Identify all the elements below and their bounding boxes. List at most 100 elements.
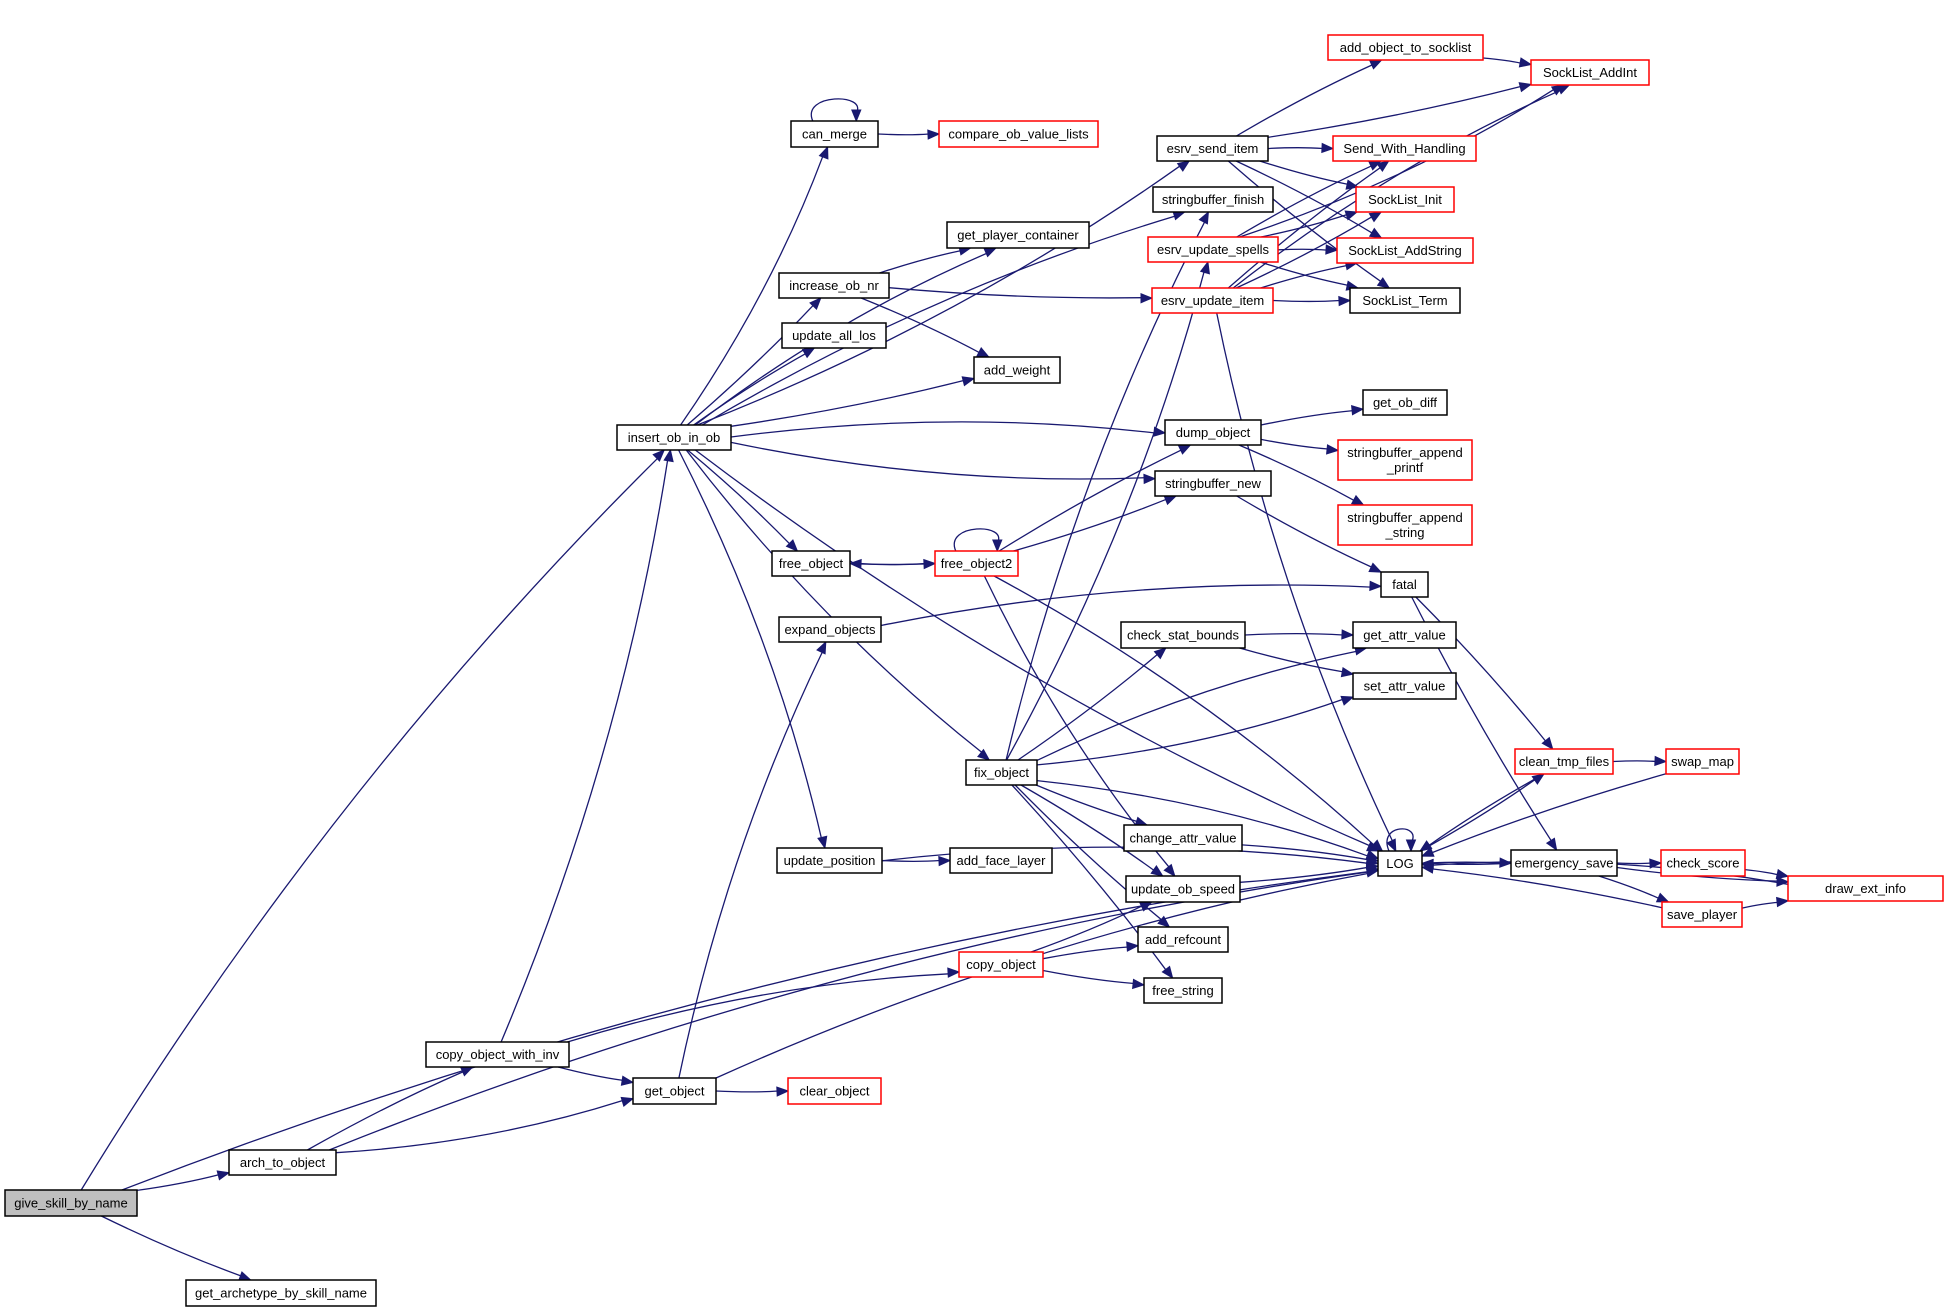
node-get-player-container[interactable]: get_player_container: [946, 221, 1090, 249]
node-get-object[interactable]: get_object: [632, 1077, 717, 1105]
node-update-all-los[interactable]: update_all_los: [781, 322, 887, 349]
node-box[interactable]: [1665, 748, 1740, 775]
node-check-stat-bounds[interactable]: check_stat_bounds: [1120, 621, 1246, 649]
node-stringbuffer-finish[interactable]: stringbuffer_finish: [1152, 186, 1274, 213]
node-box[interactable]: [1355, 186, 1455, 213]
node-check-score[interactable]: check_score: [1660, 849, 1746, 877]
node-stringbuffer-new[interactable]: stringbuffer_new: [1154, 470, 1272, 497]
node-box[interactable]: [1327, 34, 1484, 61]
node-arch-to-object[interactable]: arch_to_object: [228, 1149, 337, 1176]
node-box[interactable]: [949, 847, 1053, 874]
node-box[interactable]: [1143, 977, 1223, 1004]
node-box[interactable]: [4, 1189, 138, 1217]
node-compare-ob-value-lists[interactable]: compare_ob_value_lists: [938, 120, 1099, 148]
node-insert-ob-in-ob[interactable]: insert_ob_in_ob: [616, 424, 732, 451]
node-copy-object[interactable]: copy_object: [958, 951, 1044, 978]
node-box[interactable]: [1156, 135, 1269, 162]
node-box[interactable]: [946, 221, 1090, 249]
node-log[interactable]: LOG: [1377, 850, 1423, 877]
node-free-object[interactable]: free_object: [771, 550, 851, 577]
node-clear-object[interactable]: clear_object: [787, 1077, 882, 1105]
node-emergency-save[interactable]: emergency_save: [1510, 849, 1618, 877]
node-box[interactable]: [1380, 571, 1429, 598]
node-clean-tmp-files[interactable]: clean_tmp_files: [1514, 748, 1614, 775]
node-box[interactable]: [632, 1077, 717, 1105]
node-box[interactable]: [787, 1077, 882, 1105]
node-update-position[interactable]: update_position: [776, 847, 883, 874]
node-box[interactable]: [185, 1279, 377, 1307]
node-draw-ext-info[interactable]: draw_ext_info: [1787, 875, 1944, 902]
node-dump-object[interactable]: dump_object: [1164, 419, 1262, 446]
node-box[interactable]: [1362, 389, 1448, 416]
node-box[interactable]: [778, 272, 890, 299]
node-box[interactable]: [958, 951, 1044, 978]
node-get-ob-diff[interactable]: get_ob_diff: [1362, 389, 1448, 416]
node-box[interactable]: [973, 356, 1061, 384]
node-box[interactable]: [1352, 672, 1457, 700]
node-box[interactable]: [1337, 504, 1473, 546]
node-free-object2[interactable]: free_object2: [934, 550, 1019, 577]
node-set-attr-value[interactable]: set_attr_value: [1352, 672, 1457, 700]
node-change-attr-value[interactable]: change_attr_value: [1123, 824, 1243, 852]
node-fatal[interactable]: fatal: [1380, 571, 1429, 598]
node-box[interactable]: [1510, 849, 1618, 877]
node-add-face-layer[interactable]: add_face_layer: [949, 847, 1053, 874]
node-box[interactable]: [1349, 287, 1461, 314]
node-box[interactable]: [781, 322, 887, 349]
node-box[interactable]: [778, 616, 882, 643]
node-box[interactable]: [1123, 824, 1243, 852]
node-get-archetype-by-skill-name[interactable]: get_archetype_by_skill_name: [185, 1279, 377, 1307]
node-free-string[interactable]: free_string: [1143, 977, 1223, 1004]
node-box[interactable]: [1787, 875, 1944, 902]
node-socklist-term[interactable]: SockList_Term: [1349, 287, 1461, 314]
node-update-ob-speed[interactable]: update_ob_speed: [1125, 875, 1241, 903]
node-stringbuffer-append-string[interactable]: stringbuffer_append_string: [1337, 504, 1473, 546]
node-get-attr-value[interactable]: get_attr_value: [1352, 621, 1457, 649]
node-box[interactable]: [616, 424, 732, 451]
node-save-player[interactable]: save_player: [1661, 901, 1743, 928]
node-box[interactable]: [1661, 901, 1743, 928]
node-box[interactable]: [1336, 237, 1474, 264]
node-box[interactable]: [1151, 287, 1274, 314]
node-increase-ob-nr[interactable]: increase_ob_nr: [778, 272, 890, 299]
node-box[interactable]: [425, 1041, 570, 1068]
node-socklist-addstring[interactable]: SockList_AddString: [1336, 237, 1474, 264]
node-box[interactable]: [1147, 236, 1279, 263]
node-send-with-handling[interactable]: Send_With_Handling: [1332, 135, 1477, 162]
node-box[interactable]: [1137, 926, 1229, 953]
node-box[interactable]: [228, 1149, 337, 1176]
node-add-refcount[interactable]: add_refcount: [1137, 926, 1229, 953]
node-box[interactable]: [1530, 59, 1650, 86]
node-box[interactable]: [1660, 849, 1746, 877]
node-socklist-init[interactable]: SockList_Init: [1355, 186, 1455, 213]
node-esrv-send-item[interactable]: esrv_send_item: [1156, 135, 1269, 162]
node-box[interactable]: [1352, 621, 1457, 649]
node-socklist-addint[interactable]: SockList_AddInt: [1530, 59, 1650, 86]
node-esrv-update-item[interactable]: esrv_update_item: [1151, 287, 1274, 314]
node-stringbuffer-append-printf[interactable]: stringbuffer_append_printf: [1337, 439, 1473, 481]
node-box[interactable]: [1377, 850, 1423, 877]
node-box[interactable]: [965, 759, 1038, 786]
node-swap-map[interactable]: swap_map: [1665, 748, 1740, 775]
node-box[interactable]: [1120, 621, 1246, 649]
node-add-object-to-socklist[interactable]: add_object_to_socklist: [1327, 34, 1484, 61]
node-box[interactable]: [776, 847, 883, 874]
node-copy-object-with-inv[interactable]: copy_object_with_inv: [425, 1041, 570, 1068]
node-can-merge[interactable]: can_merge: [790, 120, 879, 148]
node-box[interactable]: [771, 550, 851, 577]
node-box[interactable]: [1125, 875, 1241, 903]
node-box[interactable]: [1514, 748, 1614, 775]
node-box[interactable]: [790, 120, 879, 148]
node-fix-object[interactable]: fix_object: [965, 759, 1038, 786]
node-box[interactable]: [1164, 419, 1262, 446]
node-box[interactable]: [934, 550, 1019, 577]
node-box[interactable]: [1337, 439, 1473, 481]
node-box[interactable]: [1154, 470, 1272, 497]
node-add-weight[interactable]: add_weight: [973, 356, 1061, 384]
node-expand-objects[interactable]: expand_objects: [778, 616, 882, 643]
node-box[interactable]: [1332, 135, 1477, 162]
node-give-skill-by-name[interactable]: give_skill_by_name: [4, 1189, 138, 1217]
node-esrv-update-spells[interactable]: esrv_update_spells: [1147, 236, 1279, 263]
node-box[interactable]: [938, 120, 1099, 148]
node-box[interactable]: [1152, 186, 1274, 213]
